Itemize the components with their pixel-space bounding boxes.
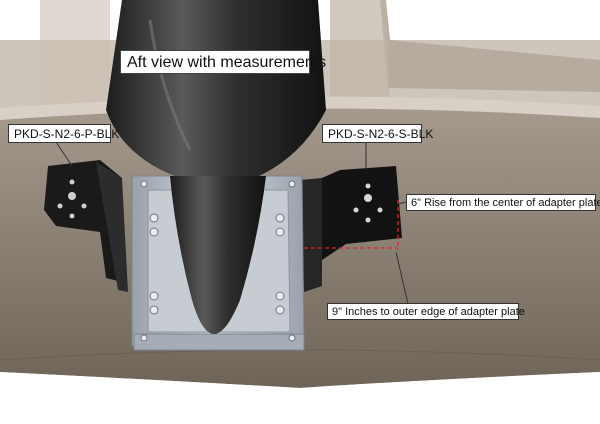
leader-lines [55, 141, 409, 305]
mount-plate-base [133, 333, 305, 351]
hull-bottom-shadow [0, 372, 600, 424]
motor-highlight [148, 19, 192, 151]
starboard-bracket-holes [353, 183, 383, 223]
port-bracket-holes [57, 179, 87, 219]
deck-left-box [40, 0, 110, 112]
starboard-bracket-label: PKD-S-N2-6-S-BLK [322, 124, 433, 143]
starboard-bracket [322, 166, 402, 260]
measurement-lines [304, 200, 399, 250]
diagram-title: Aft view with measurements [120, 50, 326, 74]
mount-plate-bolts [140, 180, 296, 342]
outer-edge-measurement-label: 9" Inches to outer edge of adapter plate [327, 303, 525, 320]
motor-cowling [106, 0, 326, 180]
deck-right-box [330, 0, 390, 112]
port-bracket-rim [96, 162, 128, 292]
starboard-bracket-rim [300, 178, 322, 292]
deck-top-shape [40, 0, 600, 92]
motor-midsection [170, 176, 266, 334]
port-bracket-label: PKD-S-N2-6-P-BLK [8, 124, 119, 143]
rise-measurement-label: 6" Rise from the center of adapter plate [406, 194, 600, 211]
